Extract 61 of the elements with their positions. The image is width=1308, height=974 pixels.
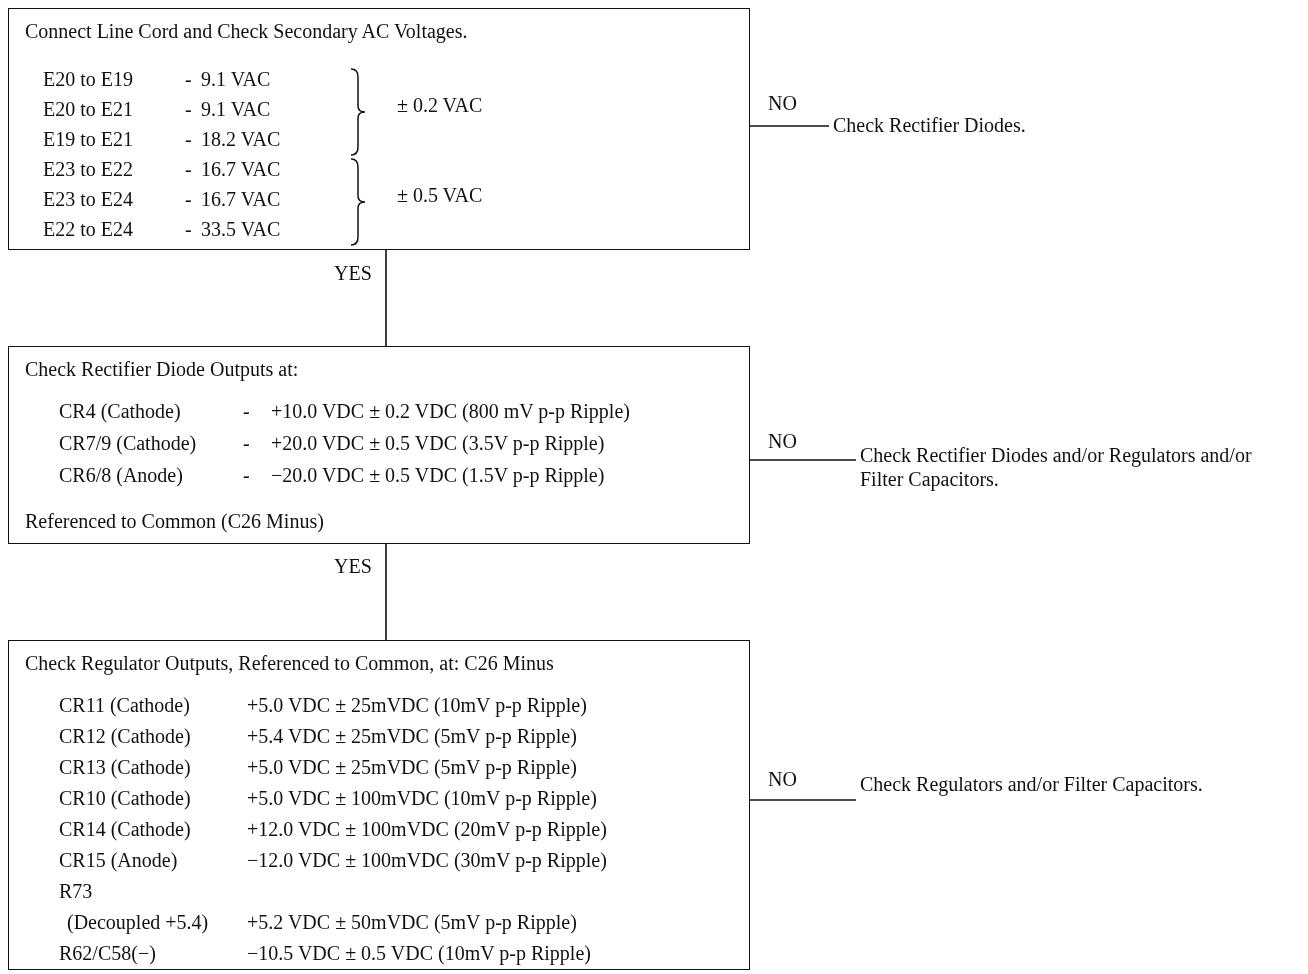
connector-line: [385, 543, 387, 641]
connector-line: [749, 125, 830, 127]
action-text: Check Rectifier Diodes and/or Regulators and/or Filter Capacitors.: [860, 443, 1290, 491]
voltage-spec: +20.0 VDC ± 0.5 VDC (3.5V p-p Ripple): [271, 431, 605, 455]
action-text: Check Regulators and/or Filter Capacitors.: [860, 772, 1290, 796]
connector-line: [385, 249, 387, 347]
test-point-label: CR15 (Anode): [59, 848, 178, 872]
test-point-label: R73: [59, 879, 93, 903]
voltage-spec: +5.4 VDC ± 25mVDC (5mV p-p Ripple): [247, 724, 577, 748]
test-point-label: CR12 (Cathode): [59, 724, 191, 748]
voltage-spec: +5.0 VDC ± 25mVDC (10mV p-p Ripple): [247, 693, 587, 717]
separator-dash: -: [185, 127, 192, 151]
separator-dash: -: [243, 431, 250, 455]
step-heading: Connect Line Cord and Check Secondary AC Voltages.: [25, 19, 468, 43]
tolerance-label: ± 0.5 VAC: [397, 183, 483, 207]
note-text: Referenced to Common (C26 Minus): [25, 509, 324, 533]
process-box: [8, 346, 750, 544]
voltage-spec: +10.0 VDC ± 0.2 VDC (800 mV p-p Ripple): [271, 399, 630, 423]
separator-dash: -: [185, 157, 192, 181]
voltage-spec: −10.5 VDC ± 0.5 VDC (10mV p-p Ripple): [247, 941, 591, 965]
connector-line: [749, 799, 857, 801]
voltage-spec: −20.0 VDC ± 0.5 VDC (1.5V p-p Ripple): [271, 463, 605, 487]
test-point-label: E19 to E21: [43, 127, 133, 151]
voltage-spec: +5.0 VDC ± 100mVDC (10mV p-p Ripple): [247, 786, 597, 810]
voltage-value: 16.7 VAC: [201, 187, 281, 211]
voltage-value: 18.2 VAC: [201, 127, 281, 151]
test-point-label: R62/C58(−): [59, 941, 156, 965]
separator-dash: -: [243, 399, 250, 423]
voltage-value: 33.5 VAC: [201, 217, 281, 241]
step-heading: Check Rectifier Diode Outputs at:: [25, 357, 299, 381]
voltage-value: 16.7 VAC: [201, 157, 281, 181]
voltage-spec: +5.2 VDC ± 50mVDC (5mV p-p Ripple): [247, 910, 577, 934]
separator-dash: -: [185, 67, 192, 91]
separator-dash: -: [185, 217, 192, 241]
voltage-spec: +5.0 VDC ± 25mVDC (5mV p-p Ripple): [247, 755, 577, 779]
test-point-label: E22 to E24: [43, 217, 133, 241]
test-point-label: CR10 (Cathode): [59, 786, 191, 810]
test-point-label: CR4 (Cathode): [59, 399, 181, 423]
test-point-label: CR11 (Cathode): [59, 693, 190, 717]
process-box: [8, 8, 750, 250]
test-point-label: CR6/8 (Anode): [59, 463, 183, 487]
voltage-spec: +12.0 VDC ± 100mVDC (20mV p-p Ripple): [247, 817, 607, 841]
action-text: Check Rectifier Diodes.: [833, 113, 1253, 137]
separator-dash: -: [243, 463, 250, 487]
process-box: [8, 640, 750, 970]
voltage-spec: −12.0 VDC ± 100mVDC (30mV p-p Ripple): [247, 848, 607, 872]
separator-dash: -: [185, 187, 192, 211]
step-heading: Check Regulator Outputs, Referenced to Common, at: C26 Minus: [25, 651, 554, 675]
test-point-label: CR7/9 (Cathode): [59, 431, 197, 455]
voltage-value: 9.1 VAC: [201, 97, 271, 121]
test-point-label: E23 to E22: [43, 157, 133, 181]
test-point-label: (Decoupled +5.4): [67, 910, 209, 934]
test-point-label: CR14 (Cathode): [59, 817, 191, 841]
test-point-label: CR13 (Cathode): [59, 755, 191, 779]
test-point-label: E20 to E21: [43, 97, 133, 121]
test-point-label: E23 to E24: [43, 187, 133, 211]
test-point-label: E20 to E19: [43, 67, 133, 91]
connector-line: [749, 459, 857, 461]
voltage-value: 9.1 VAC: [201, 67, 271, 91]
tolerance-label: ± 0.2 VAC: [397, 93, 483, 117]
separator-dash: -: [185, 97, 192, 121]
